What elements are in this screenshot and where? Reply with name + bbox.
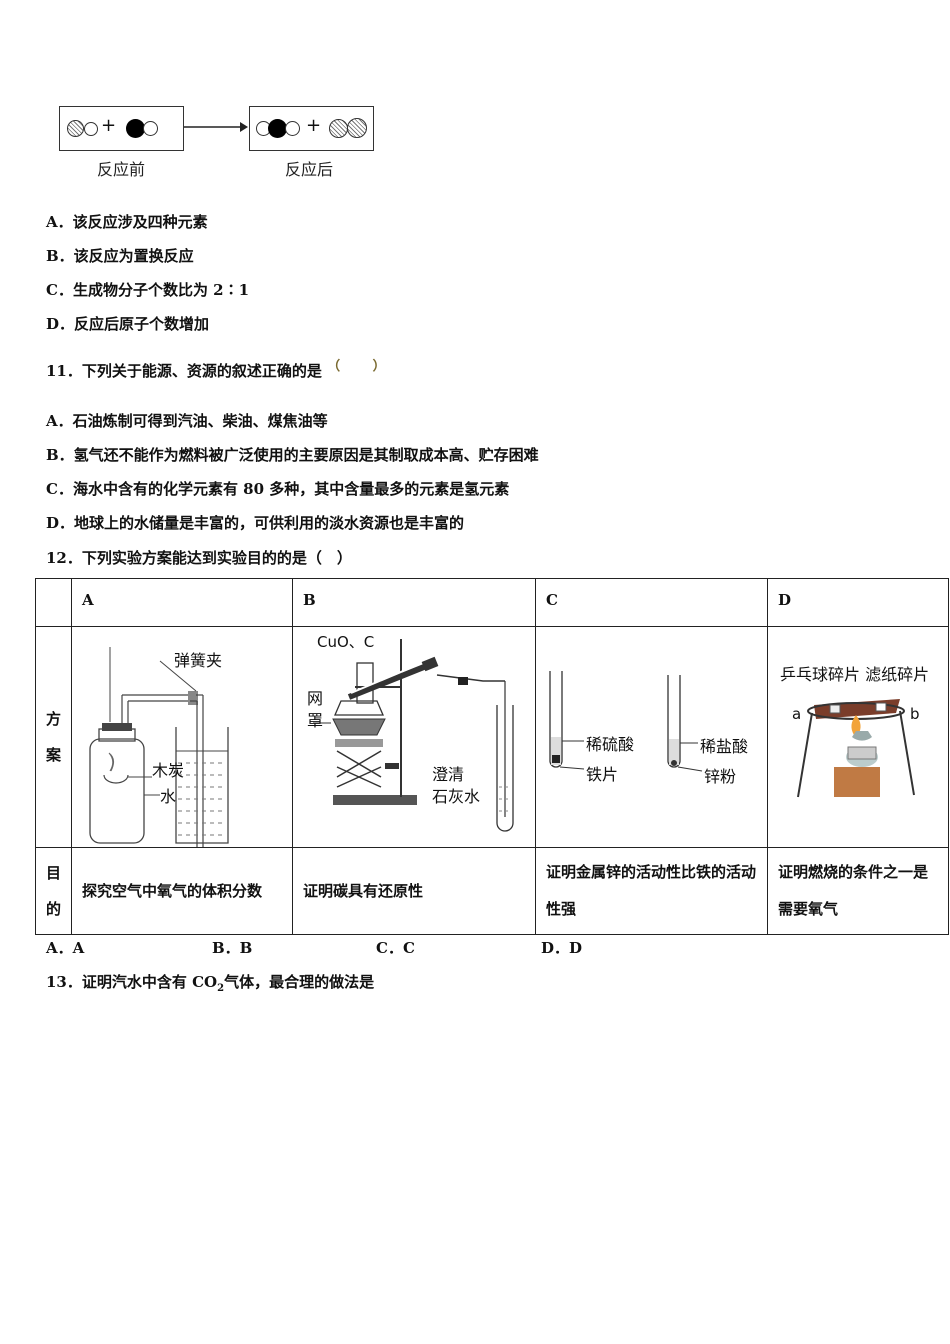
figure-a-cell: 弹簧夹 木炭 水 (71, 626, 293, 848)
reagents-label: CuO、C (317, 633, 375, 651)
black-atom (268, 119, 287, 138)
figure-b: CuO、C 网 罩 澄清 石灰水 (293, 627, 535, 847)
oxygen-volume-apparatus (89, 647, 229, 847)
label-b: b (910, 705, 920, 723)
q12-stem: 12．下列实验方案能达到实验目的的是（ ） (46, 549, 352, 567)
purpose-c: 证明金属锌的活动性比铁的活动性强 (535, 847, 768, 935)
reaction-arrow (184, 122, 248, 132)
q13-stem: 13．证明汽水中含有 CO2气体，最合理的做法是 (46, 973, 375, 994)
hatched-atom (347, 118, 367, 138)
table-corner (35, 578, 72, 627)
q11-stem: 11．下列关于能源、资源的叙述正确的是 （ ） (46, 359, 386, 381)
plus-sign: + (101, 115, 117, 136)
hatched-atom (329, 119, 348, 138)
figure-a: 弹簧夹 木炭 水 (72, 627, 292, 847)
plus-sign: + (306, 115, 322, 136)
header-b: B (292, 578, 536, 627)
q11-paren-close: ） (372, 359, 386, 374)
figure-c-cell: 稀硫酸 铁片 稀盐酸 锌粉 (535, 626, 768, 848)
net-label-2: 罩 (307, 711, 324, 730)
q11-option-a: A．石油炼制可得到汽油、柴油、煤焦油等 (46, 412, 328, 430)
clip-label: 弹簧夹 (174, 651, 223, 670)
metal1-label: 铁片 (586, 765, 619, 784)
q11-stem-text: 11．下列关于能源、资源的叙述正确的是 (46, 362, 322, 380)
header-d: D (767, 578, 949, 627)
q10-option-a: A．该反应涉及四种元素 (46, 213, 208, 231)
white-atom (285, 121, 300, 136)
lime-label-1: 澄清 (432, 765, 465, 784)
figure-c: 稀硫酸 铁片 稀盐酸 锌粉 (536, 627, 767, 847)
figure-d-cell: 乒乓球碎片 滤纸碎片 a b (767, 626, 949, 848)
white-atom (84, 122, 98, 136)
net-label-1: 网 (307, 689, 324, 708)
purpose-b: 证明碳具有还原性 (292, 847, 536, 935)
lime-label-2: 石灰水 (432, 787, 481, 806)
hatched-atom (67, 120, 84, 137)
purpose-d: 证明燃烧的条件之一是需要氧气 (767, 847, 949, 935)
q12-choice-a: A．A (46, 939, 85, 957)
q11-paren-open: （ (327, 359, 341, 374)
header-a: A (71, 578, 293, 627)
after-box: + (249, 106, 374, 151)
acid1-label: 稀硫酸 (586, 735, 635, 754)
q12-choice-d: D．D (541, 939, 583, 957)
combustion-apparatus (797, 699, 915, 798)
q10-option-d: D．反应后原子个数增加 (46, 315, 210, 333)
black-atom (126, 119, 145, 138)
metal2-label: 锌粉 (704, 767, 737, 786)
q12-choice-c: C．C (376, 939, 415, 957)
before-box: + (59, 106, 184, 151)
acid2-label: 稀盐酸 (700, 737, 749, 756)
metal-activity-tubes (549, 671, 703, 772)
label-a: a (792, 705, 802, 723)
before-label: 反应前 (97, 160, 146, 179)
carbon-reduction-apparatus (313, 639, 514, 834)
charcoal-label: 木炭 (152, 761, 185, 780)
q10-option-c: C．生成物分子个数比为 2∶1 (46, 281, 250, 299)
white-atom (143, 121, 158, 136)
figure-d: 乒乓球碎片 滤纸碎片 a b (768, 627, 948, 847)
purpose-a: 探究空气中氧气的体积分数 (71, 847, 293, 935)
q11-option-b: B．氢气还不能作为燃料被广泛使用的主要原因是其制取成本高、贮存困难 (46, 446, 539, 464)
row-label-purpose: 目的 (35, 847, 72, 935)
pingpong-filter-label: 乒乓球碎片 滤纸碎片 (780, 665, 930, 684)
after-label: 反应后 (285, 160, 334, 179)
q11-option-d: D．地球上的水储量是丰富的，可供利用的淡水资源也是丰富的 (46, 514, 465, 532)
q10-option-b: B．该反应为置换反应 (46, 247, 194, 265)
header-c: C (535, 578, 768, 627)
q11-option-c: C．海水中含有的化学元素有 80 多种，其中含量最多的元素是氢元素 (46, 480, 510, 498)
q12-choice-b: B．B (212, 939, 253, 957)
experiment-table: A B C D 方案 (35, 578, 949, 935)
row-label-scheme: 方案 (35, 626, 72, 848)
water-label: 水 (160, 787, 177, 806)
figure-b-cell: CuO、C 网 罩 澄清 石灰水 (292, 626, 536, 848)
